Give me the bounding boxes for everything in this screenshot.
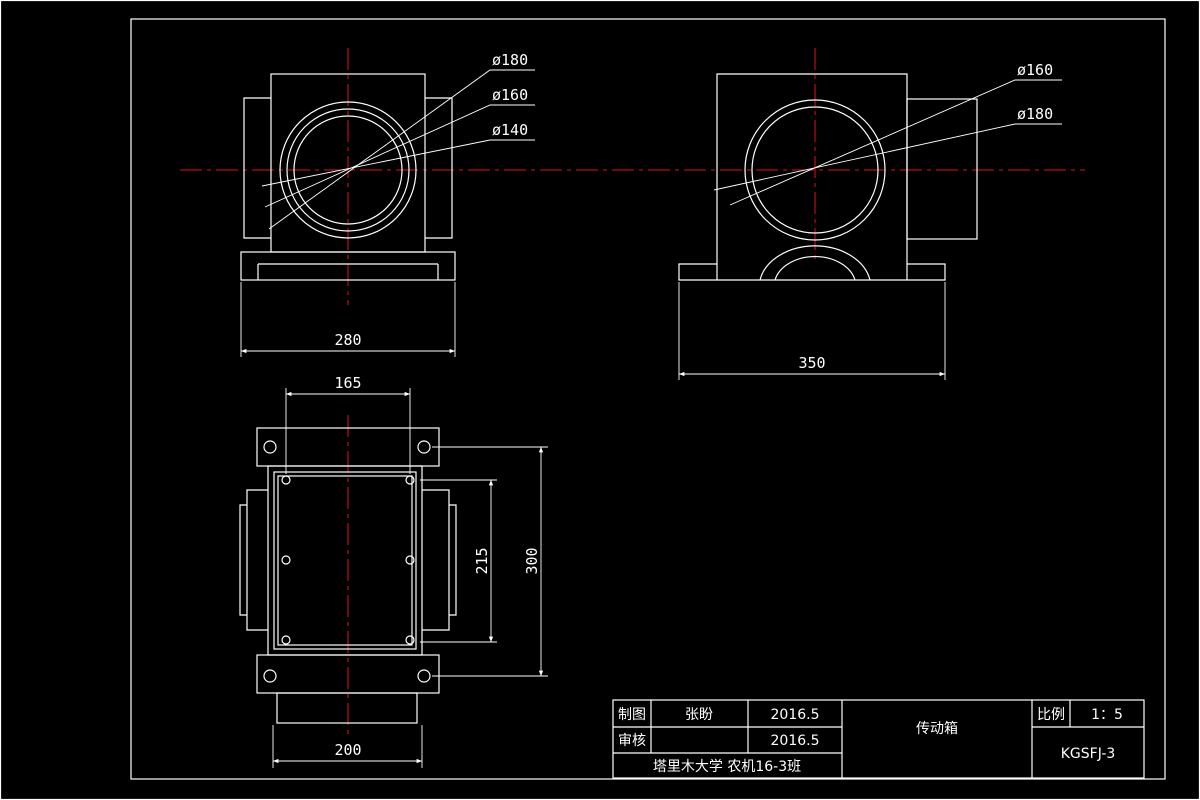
side-dia-180: ø180: [1017, 105, 1053, 123]
drawing-number: KGSFJ-3: [1061, 746, 1116, 762]
front-width-dim: 280: [334, 331, 361, 349]
top-height-215: 215: [473, 547, 491, 574]
scale-value: 1：5: [1091, 707, 1123, 723]
front-view: 280 ø180 ø160 ø140: [180, 48, 1085, 357]
front-dia-160: ø160: [492, 86, 528, 104]
drawing-frame: [130, 18, 1166, 780]
title-block: 制图 张盼 2016.5 审核 2016.5 传动箱 比例 1：5 塔里木大学 …: [612, 699, 1145, 779]
school-class: 塔里木大学 农机16-3班: [653, 759, 801, 775]
scale-label: 比例: [1037, 707, 1065, 723]
front-dia-140: ø140: [492, 121, 528, 139]
drawn-date: 2016.5: [771, 707, 820, 723]
drawn-label: 制图: [618, 707, 646, 723]
part-name: 传动箱: [916, 721, 958, 737]
top-height-300: 300: [523, 547, 541, 574]
drawn-by: 张盼: [685, 707, 713, 723]
top-view: 165 215 300 200: [239, 374, 548, 768]
top-width-200: 200: [334, 741, 361, 759]
side-width-dim: 350: [798, 354, 825, 372]
checked-label: 审核: [618, 733, 646, 749]
side-dia-160: ø160: [1017, 61, 1053, 79]
top-width-165: 165: [334, 374, 361, 392]
side-view: 350 ø160 ø180: [678, 48, 1062, 380]
checked-date: 2016.5: [771, 733, 820, 749]
front-dia-180: ø180: [492, 51, 528, 69]
